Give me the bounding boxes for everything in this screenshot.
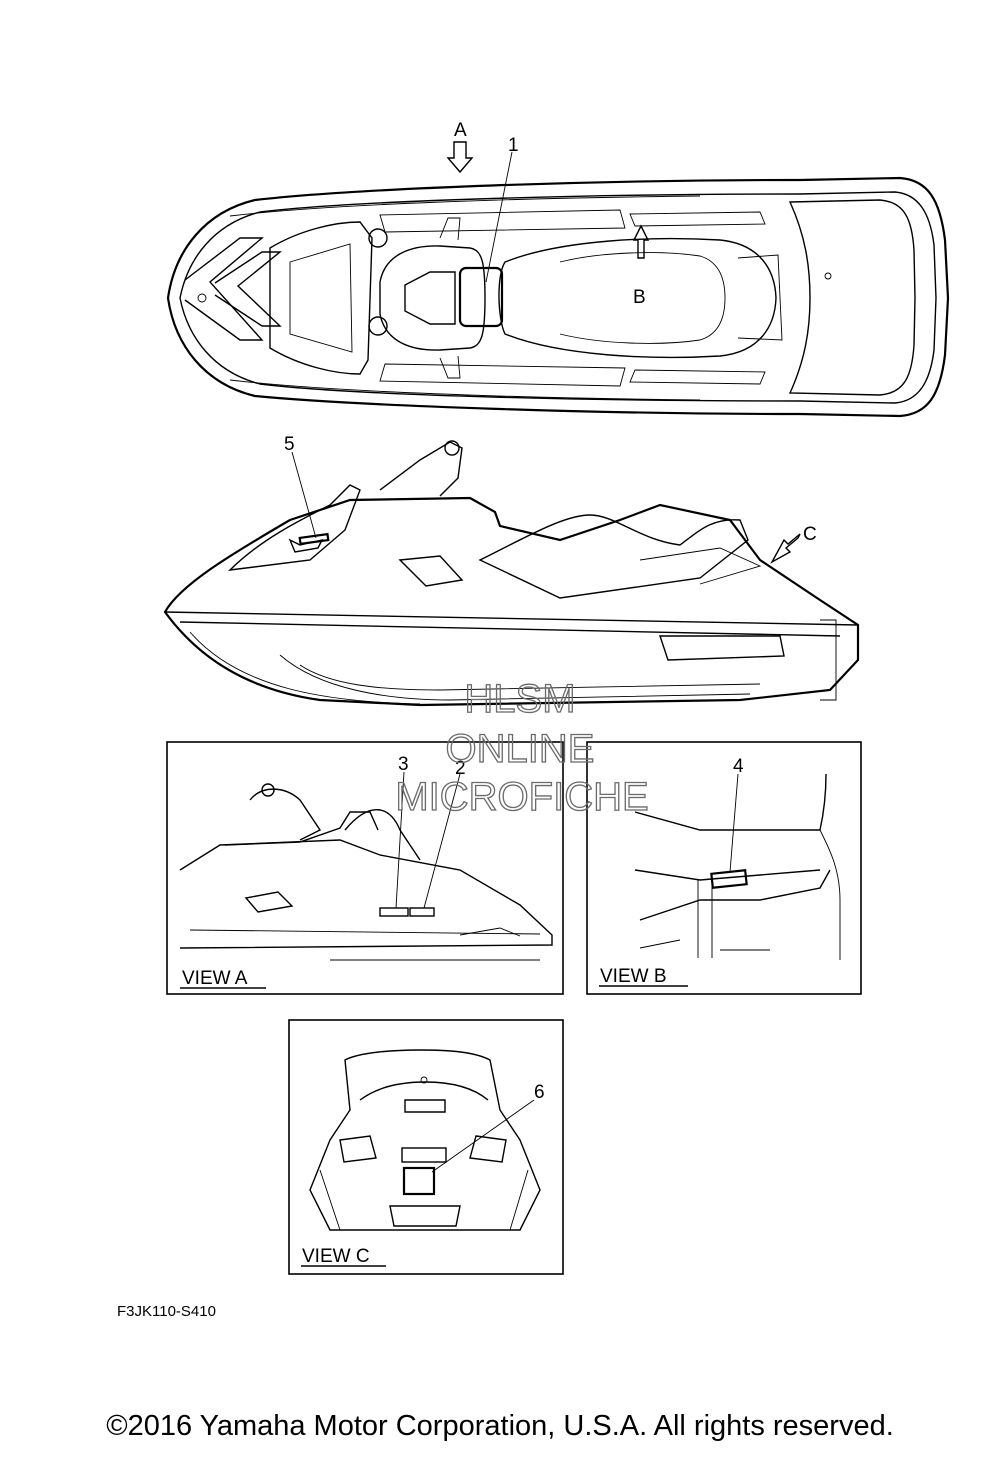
view-a-panel [166, 741, 564, 995]
callout-B: B [633, 287, 646, 308]
side-view-hull [163, 440, 860, 707]
callout-6: 6 [534, 1082, 545, 1103]
watermark-line2: ONLINE [446, 727, 595, 771]
view-b-panel [586, 741, 862, 995]
watermark-line1: HLSM [464, 677, 575, 721]
top-view-hull [166, 141, 950, 418]
copyright-notice: ©2016 Yamaha Motor Corporation, U.S.A. A… [106, 1410, 894, 1442]
figure-code: F3JK110-S410 [117, 1303, 216, 1320]
callout-5: 5 [284, 434, 295, 455]
callout-4: 4 [733, 756, 744, 777]
callout-A: A [454, 120, 467, 141]
callout-2: 2 [455, 758, 466, 779]
view-c-label: VIEW C [302, 1246, 370, 1267]
callout-1: 1 [508, 135, 519, 156]
callout-3: 3 [398, 754, 409, 775]
view-b-label: VIEW B [600, 966, 667, 987]
view-a-label: VIEW A [182, 968, 248, 989]
watermark-line3: MICROFICHE [395, 775, 648, 819]
callout-C: C [803, 524, 817, 545]
view-c-panel [288, 1019, 564, 1275]
